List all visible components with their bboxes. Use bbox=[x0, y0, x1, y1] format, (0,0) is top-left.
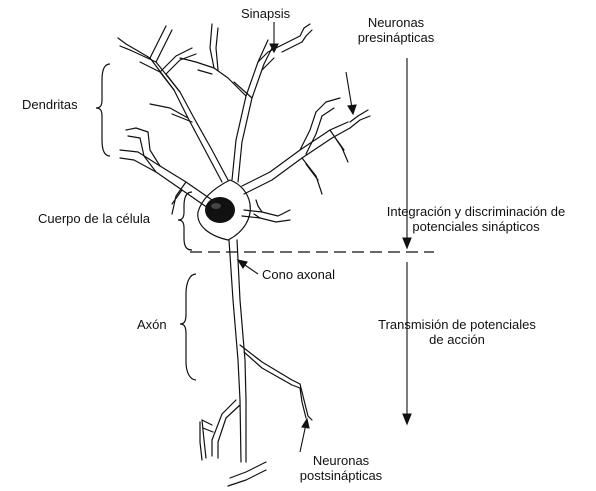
label-cono-axonal: Cono axonal bbox=[262, 267, 335, 282]
presynaptic-fiber-1 bbox=[300, 24, 312, 42]
label-transmision-line1: Transmisión de potenciales bbox=[360, 317, 554, 332]
postsynaptic-fiber-left bbox=[200, 420, 206, 460]
dendrite-right bbox=[242, 122, 350, 194]
bracket-cuerpo bbox=[178, 192, 192, 250]
bracket-axon bbox=[180, 274, 196, 380]
label-integracion-line1: Integración y discriminación de bbox=[362, 204, 590, 219]
label-dendritas: Dendritas bbox=[22, 97, 78, 112]
postsynaptic-fiber-right bbox=[300, 384, 312, 420]
dendrite-top bbox=[232, 40, 274, 182]
label-neuronas-postsinapticas: Neuronas postsinápticas bbox=[286, 453, 396, 483]
bracket-dendritas bbox=[96, 64, 110, 156]
label-integracion: Integración y discriminación de potencia… bbox=[362, 204, 590, 234]
arrow-presinapticas bbox=[346, 72, 352, 108]
dendrite-left bbox=[120, 150, 212, 208]
label-neuronas-post-line2: postsinápticas bbox=[286, 468, 396, 483]
label-cuerpo-celula: Cuerpo de la célula bbox=[38, 211, 150, 226]
label-neuronas-pre-line1: Neuronas bbox=[336, 15, 456, 30]
label-integracion-line2: potenciales sinápticos bbox=[362, 219, 590, 234]
arrow-postsinapticas bbox=[300, 424, 306, 452]
label-axon: Axón bbox=[137, 317, 167, 332]
label-neuronas-post-line1: Neuronas bbox=[286, 453, 396, 468]
label-neuronas-presinapticas: Neuronas presinápticas bbox=[336, 15, 456, 45]
axon-collateral-left bbox=[212, 400, 240, 458]
postsynaptic-fiber-bottom bbox=[228, 462, 266, 486]
nucleus bbox=[205, 197, 235, 223]
label-sinapsis: Sinapsis bbox=[241, 6, 290, 21]
dendrite-upper-left bbox=[126, 44, 228, 182]
label-transmision: Transmisión de potenciales de acción bbox=[360, 317, 554, 347]
axon-branch-small bbox=[202, 420, 213, 432]
label-transmision-line2: de acción bbox=[360, 332, 554, 347]
label-neuronas-pre-line2: presinápticas bbox=[336, 30, 456, 45]
axon bbox=[229, 240, 246, 462]
axon-collateral-right bbox=[240, 345, 300, 388]
